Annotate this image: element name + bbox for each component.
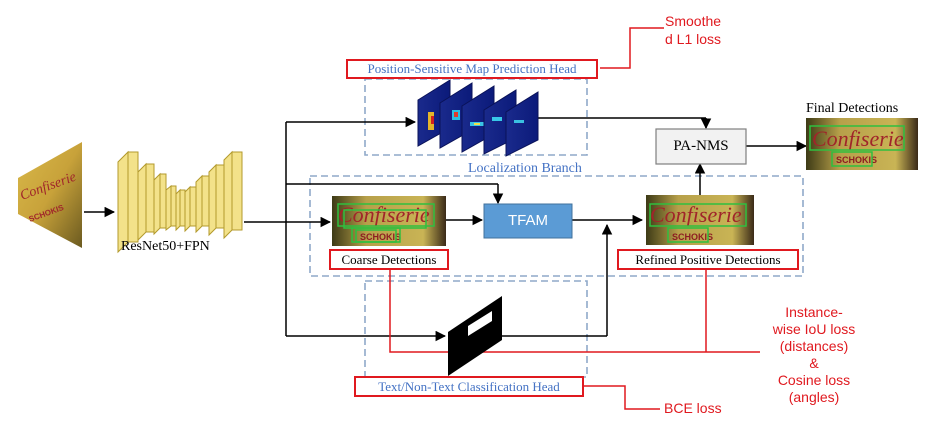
svg-text:Confiserie: Confiserie (812, 126, 904, 151)
tfam-block (483, 203, 573, 239)
panms-label: PA-NMS (673, 138, 729, 154)
svg-text:SCHOKIS: SCHOKIS (672, 232, 713, 242)
ps-head-label: Position-Sensitive Map Prediction Head (346, 59, 598, 79)
bce-loss-label: BCE loss (664, 400, 722, 416)
iou-connector (389, 268, 760, 353)
backbone-label: ResNet50+FPN (121, 239, 210, 254)
coarse-detections-image: Confiserie SCHOKIS (332, 196, 446, 246)
svg-text:SCHOKIS: SCHOKIS (360, 232, 401, 242)
ps-head-dashed-box (364, 78, 588, 156)
coarse-detections-label: Coarse Detections (329, 249, 449, 270)
classification-map (448, 296, 502, 376)
cls-head-label: Text/Non-Text Classification Head (354, 376, 584, 397)
cls-head-label-text: Text/Non-Text Classification Head (378, 378, 560, 394)
position-sensitive-maps (417, 79, 539, 157)
tfam-label: TFAM (508, 212, 548, 229)
refined-detections-image: Confiserie SCHOKIS (646, 195, 754, 245)
input-image: Confiserie SCHOKIS (18, 142, 82, 248)
iou-cosine-loss-label: Instance- wise IoU loss (distances) & Co… (772, 304, 856, 405)
coarse-detections-label-text: Coarse Detections (341, 251, 437, 267)
refined-detections-label-text: Refined Positive Detections (635, 251, 781, 267)
backbone-feature-blocks (117, 150, 243, 254)
smooth-l1-connector (600, 27, 664, 69)
final-detections-label: Final Detections (806, 101, 899, 116)
bce-connector (584, 385, 660, 410)
svg-text:SCHOKIS: SCHOKIS (836, 155, 877, 165)
svg-text:Confiserie: Confiserie (650, 202, 742, 227)
svg-text:Confiserie: Confiserie (338, 202, 430, 227)
localization-branch-dashed-box (309, 175, 804, 277)
refined-detections-label: Refined Positive Detections (617, 249, 799, 270)
localization-branch-label: Localization Branch (468, 161, 582, 176)
smooth-l1-loss-label: Smoothe d L1 loss (665, 13, 722, 47)
panms-block (655, 128, 747, 165)
final-detections-image: Confiserie SCHOKIS (806, 118, 918, 170)
ps-head-label-text: Position-Sensitive Map Prediction Head (367, 61, 577, 76)
